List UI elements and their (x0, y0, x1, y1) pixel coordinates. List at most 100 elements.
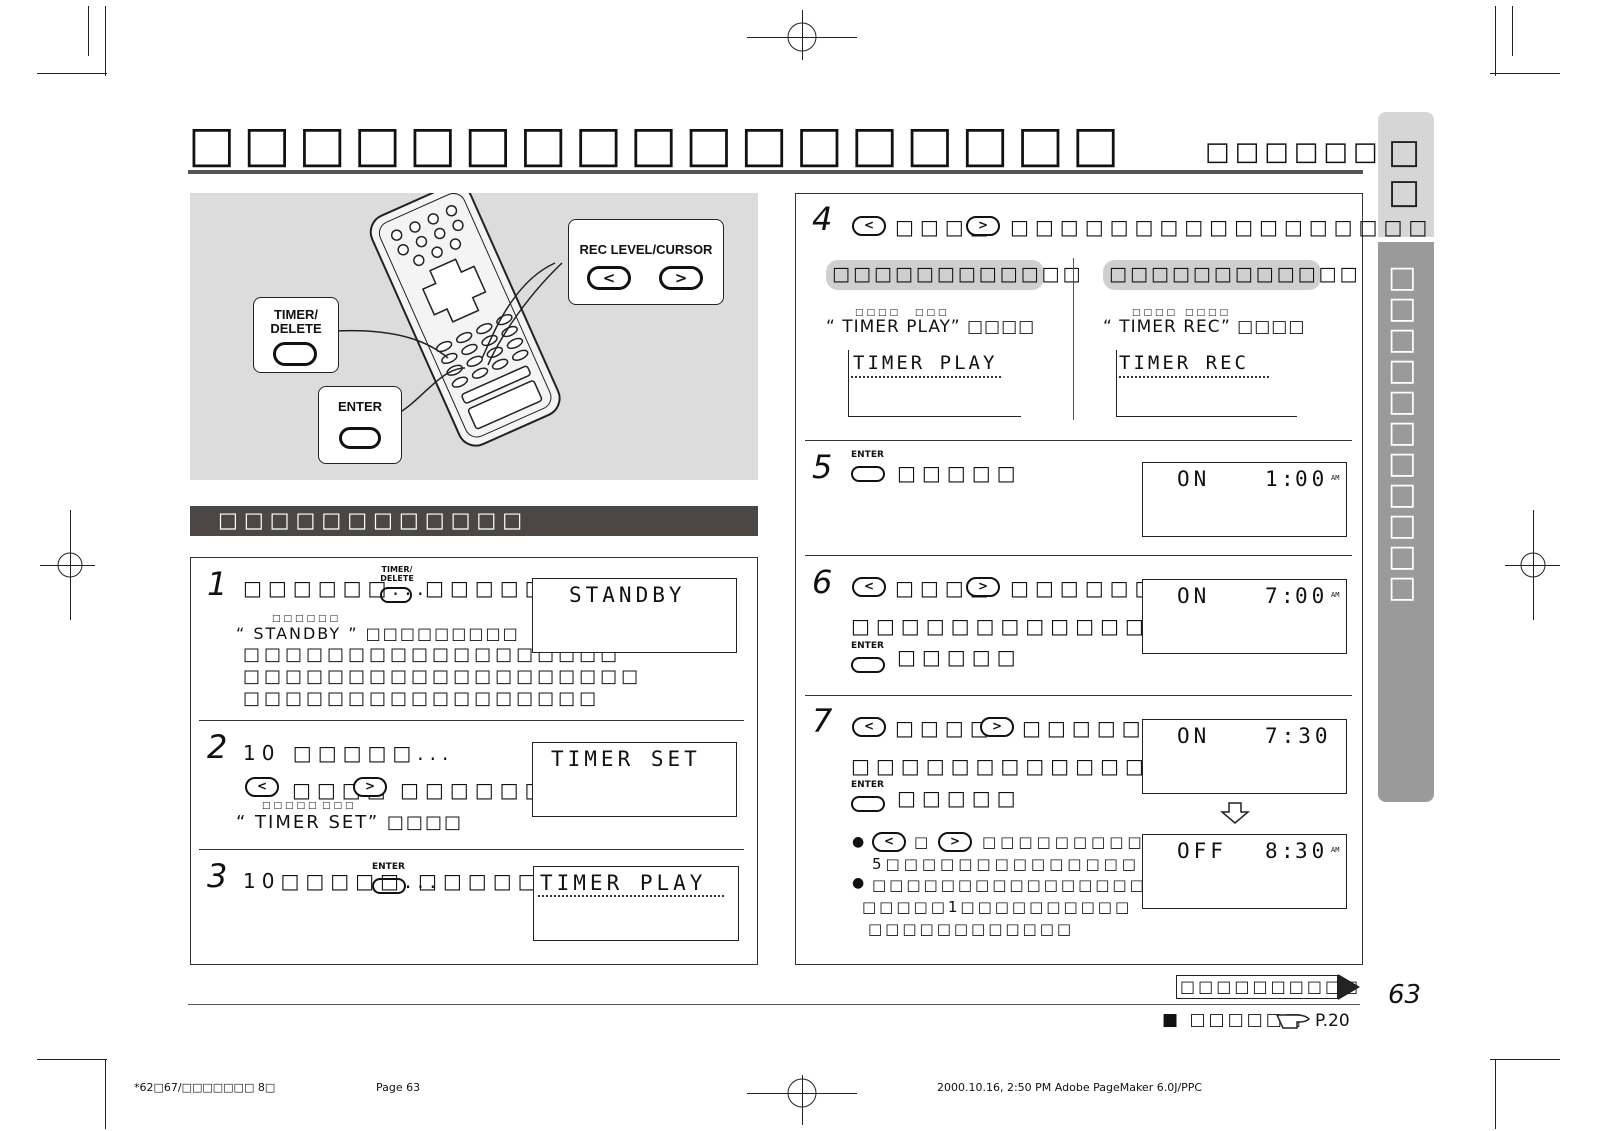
step-3-number: 3 (207, 857, 228, 895)
step-4-right-button[interactable]: > (966, 216, 1000, 236)
step-1-ruby: □□□□□□ (272, 614, 342, 624)
step-7-bullet-2-line-1: □□□□□□□□□□□□□□□□ (872, 876, 1147, 894)
step-2-line-1: 10 □□□□□... (243, 741, 455, 765)
step-3-lcd-text: TIMER PLAY (540, 871, 707, 895)
timer-delete-label: TIMER/ DELETE (270, 307, 322, 336)
step-1-line-4: □□□□□□□□□□□□□□□□□□□ (243, 666, 643, 687)
step-7-lcd-2: OFF 8 : 30 AM (1142, 834, 1347, 909)
step-6-right-button[interactable]: > (966, 577, 1000, 597)
continue-arrow-icon (1338, 974, 1360, 1004)
step-1-number: 1 (207, 565, 228, 603)
side-tab-bottom-label: □□□□□□□□□□□ (1388, 260, 1417, 605)
step-4-right-ruby-a: □□□□ (1132, 308, 1179, 318)
enter-callout-button[interactable] (339, 427, 381, 449)
step-7-lcd-1-time: 7:30 (1265, 724, 1332, 748)
step-4-left-ruby-a: □□□□ (855, 308, 902, 318)
step-2-right-button[interactable]: > (353, 777, 387, 797)
step-7-line-1-end: □□□□□□ (1022, 716, 1172, 740)
slug-date: 2000.10.16, 2:50 PM Adobe PageMaker 6.0J… (937, 1081, 1203, 1094)
step-3-text-a: 10□□□□□... (243, 869, 443, 893)
divider-6-7 (805, 695, 1352, 696)
step-7-left-button[interactable]: < (852, 717, 886, 737)
enter-callout-label: ENTER (337, 399, 383, 414)
step-7-enter-button[interactable]: ENTER (851, 780, 891, 816)
step-2-ruby-b: □□□ (322, 801, 357, 811)
slug-page: Page 63 (376, 1081, 421, 1094)
timer-delete-button[interactable] (273, 342, 317, 366)
cursor-right-button[interactable]: > (659, 266, 703, 290)
step-7-bullet-left-button[interactable]: < (872, 832, 906, 852)
step-7-lcd-2-off: OFF (1177, 839, 1227, 863)
remote-illustration-panel: TIMER/ DELETE ENTER REC LEVEL/CURSOR < > (190, 193, 758, 480)
step-2-ruby-a: □□□□□ (262, 801, 320, 811)
step-6-left-button[interactable]: < (852, 577, 886, 597)
step-3-lcd: TIMER PLAY (533, 866, 739, 941)
step-4-line-1-end: □□□□□□□□□□□□□□□□□ (1010, 215, 1434, 239)
continue-label: □□□□□□□□□□ (1180, 977, 1362, 996)
step-4-left-ruby-b: □□□ (915, 308, 950, 318)
step-2-line-2-end: □□□□□□ (400, 778, 550, 802)
step-5-number: 5 (812, 448, 833, 486)
divider-2-3 (199, 849, 744, 850)
footer-rule (188, 1004, 1360, 1005)
step-5-lcd-minutes: 00 (1295, 467, 1329, 491)
step-7-number: 7 (812, 702, 833, 740)
step-4-right-pill: □□□□□□□□□□□□ (1103, 260, 1357, 290)
section-bar-label: □□□□□□□□□□□□ (218, 508, 529, 532)
page-title: □□□□□□□□□□□□□□□□□ (188, 115, 1128, 173)
continue-box: □□□□□□□□□□ (1176, 975, 1358, 999)
reference-text: ■ □□□□□□ (1162, 1010, 1304, 1030)
step-7-lcd-1: ON 7:30 (1142, 719, 1347, 794)
step-7-bullet-right-button[interactable]: > (938, 832, 972, 852)
pointing-hand-icon (1275, 1009, 1311, 1035)
step-6-enter-button[interactable]: ENTER (851, 641, 891, 677)
divider-5-6 (805, 555, 1352, 556)
step-7-lcd-2-hour: 8 (1265, 839, 1282, 863)
step-1-timer-button[interactable]: TIMER/ DELETE (376, 565, 418, 607)
step-2-left-button[interactable]: < (245, 777, 279, 797)
side-tab: □□ □□□□□□□□□□□ (1378, 112, 1434, 802)
step-7-bullet-2-line-3: □□□□□□□□□□□□ (868, 920, 1075, 938)
title-rule (188, 170, 1363, 174)
step-4-right-lcd: TIMER REC (1116, 350, 1297, 417)
rec-level-label: REC LEVEL/CURSOR (579, 242, 713, 257)
step-2-lcd-text: TIMER SET (551, 747, 701, 771)
step-7-line-2: □□□□□□□□□□□□□ (851, 754, 1175, 778)
divider-4-5 (805, 440, 1352, 441)
page-number: 63 (1388, 980, 1422, 1010)
down-arrow-icon (1219, 801, 1251, 829)
step-4-left-button[interactable]: < (852, 216, 886, 236)
step-4-center-divider (1073, 258, 1074, 420)
step-6-number: 6 (812, 563, 833, 601)
page-subtitle: □□□□□□□ (1205, 137, 1412, 167)
step-4-left-caption: “ TIMER PLAY” □□□□ (826, 317, 1036, 337)
step-6-lcd-hour: 7 (1265, 584, 1282, 608)
step-4-left-pill: □□□□□□□□□□□□ (826, 260, 1080, 290)
step-5-lcd-ampm: AM (1331, 474, 1340, 482)
step-2-lcd: TIMER SET (532, 742, 737, 817)
step-5-enter-button[interactable]: ENTER (851, 450, 891, 486)
step-7-line-3: □□□□□ (897, 786, 1022, 810)
step-1-line-3: □□□□□□□□□□□□□□□□□□ (243, 644, 622, 665)
step-2-line-3: “ TIMER SET” □□□□ (236, 812, 463, 833)
step-4-right-ruby-b: □□□□ (1185, 308, 1232, 318)
section-bar: □□□□□□□□□□□□ (190, 506, 758, 536)
step-6-lcd-on: ON (1177, 584, 1211, 608)
step-4-right-caption: “ TIMER REC” □□□□ (1103, 317, 1306, 337)
enter-callout: ENTER (318, 386, 402, 464)
step-5-lcd-on: ON (1177, 467, 1211, 491)
step-1-line-2: “ STANDBY ” □□□□□□□□□ (236, 624, 520, 643)
side-tab-top-label: □□ (1388, 132, 1421, 212)
step-1-line-5: □□□□□□□□□□□□□□□□□ (243, 688, 601, 709)
step-5-lcd: ON 1 : 00 AM (1142, 462, 1347, 537)
step-4-left-lcd: TIMER PLAY (848, 350, 1021, 417)
step-5-lcd-hour: 1 (1265, 467, 1282, 491)
step-7-right-button[interactable]: > (980, 717, 1014, 737)
step-6-lcd-minutes: 00 (1295, 584, 1329, 608)
step-7-bullet-1-a: □ (914, 833, 929, 851)
step-1-lcd: STANDBY (532, 578, 737, 653)
step-7-lcd-1-on: ON (1177, 724, 1211, 748)
step-3-enter-button[interactable]: ENTER (372, 862, 412, 898)
step-5-text: □□□□□ (897, 461, 1022, 485)
cursor-left-button[interactable]: < (587, 266, 631, 290)
